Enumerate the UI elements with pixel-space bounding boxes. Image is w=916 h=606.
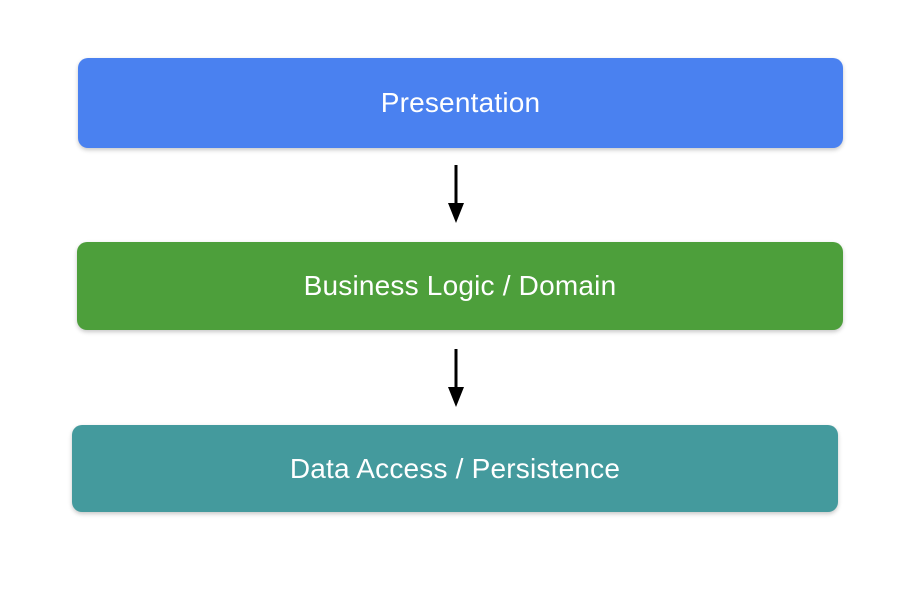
layer-label-data-access: Data Access / Persistence xyxy=(289,452,621,484)
layer-box-business-logic: Business Logic / Domain xyxy=(77,242,843,330)
arrow-down-icon xyxy=(446,165,466,223)
layer-box-data-access: Data Access / Persistence xyxy=(72,425,838,512)
layer-box-presentation: Presentation xyxy=(78,58,843,148)
layer-label-presentation: Presentation xyxy=(380,87,541,118)
layer-label-business-logic: Business Logic / Domain xyxy=(303,270,617,301)
arrow-down-icon xyxy=(446,349,466,407)
